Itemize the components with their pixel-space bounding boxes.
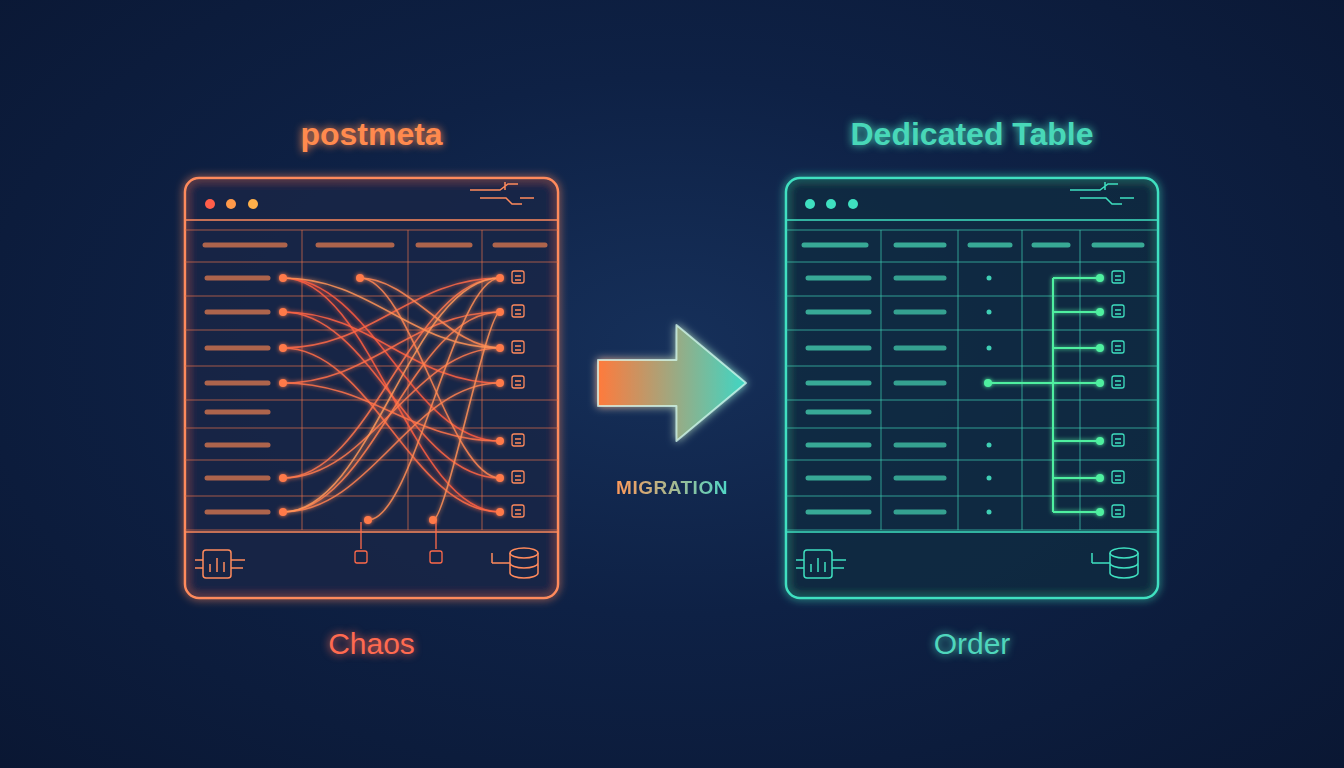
arrow-label: MIGRATION (616, 477, 728, 499)
dedicated-table (786, 178, 1158, 598)
migration-arrow (598, 325, 746, 441)
table-panel: Dedicated TableOrder (786, 110, 1158, 675)
panel-caption: Chaos (328, 627, 415, 661)
panel-caption: Order (934, 627, 1011, 661)
panel-title: Dedicated Table (850, 116, 1093, 153)
panel-title: postmeta (300, 116, 442, 153)
postmeta-table (185, 178, 558, 598)
table-panel: postmetaChaos (185, 110, 558, 675)
